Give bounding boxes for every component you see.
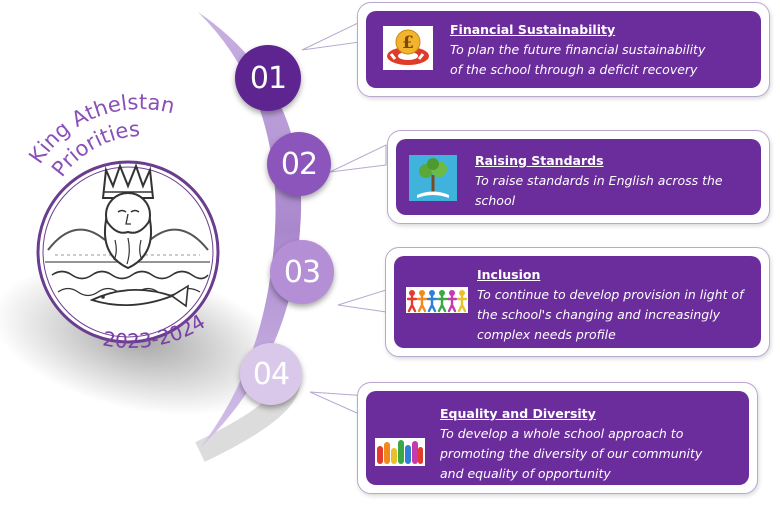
priority-title: Raising Standards	[475, 153, 604, 168]
pound-lifebuoy-icon: £	[383, 26, 433, 70]
callout-pointer-02	[329, 144, 387, 173]
priority-description-line: complex needs profile	[477, 327, 616, 342]
priority-title: Inclusion	[477, 267, 541, 282]
king-athelstan-crest-icon	[36, 160, 220, 344]
priority-description-line: of the school through a deficit recovery	[450, 62, 698, 77]
priority-number-04: 04	[240, 343, 302, 405]
raised-hands-icon	[375, 438, 425, 466]
priority-description-line: To plan the future financial sustainabil…	[450, 42, 706, 57]
priority-card-raising-standards: Raising Standards To raise standards in …	[387, 130, 770, 224]
priority-number-02: 02	[267, 132, 331, 196]
callout-pointer-01	[301, 21, 361, 51]
priority-text: Equality and Diversity To develop a whol…	[440, 404, 745, 484]
priority-title: Financial Sustainability	[450, 22, 616, 37]
svg-text:£: £	[402, 33, 414, 53]
priority-description-line: To continue to develop provision in ligh…	[477, 287, 744, 302]
book-tree-icon	[409, 155, 457, 201]
priority-card-equality-and-diversity: Equality and Diversity To develop a whol…	[357, 382, 758, 494]
priority-number-01: 01	[235, 45, 301, 111]
priority-text: Inclusion To continue to develop provisi…	[477, 265, 762, 345]
priority-number-03: 03	[270, 240, 334, 304]
priority-description-line: promoting the diversity of our community	[440, 446, 703, 461]
children-holding-hands-icon	[406, 287, 468, 313]
priority-card-financial-sustainability: £ Financial Sustainability To plan the f…	[357, 2, 770, 97]
priority-description-line: the school's changing and increasingly	[477, 307, 721, 322]
priority-text: Financial Sustainability To plan the fut…	[450, 20, 750, 80]
priority-card-inclusion: Inclusion To continue to develop provisi…	[385, 247, 770, 357]
priority-description-line: To raise standards in English across the	[475, 173, 723, 188]
priority-card-body	[366, 391, 749, 485]
priority-description-line: school	[475, 193, 516, 208]
priority-description-line: and equality of opportunity	[440, 466, 611, 481]
priority-title: Equality and Diversity	[440, 406, 596, 421]
callout-pointer-03	[337, 289, 387, 313]
priority-description-line: To develop a whole school approach to	[440, 426, 684, 441]
priority-text: Raising Standards To raise standards in …	[475, 151, 755, 211]
timeline-arc	[198, 12, 302, 448]
